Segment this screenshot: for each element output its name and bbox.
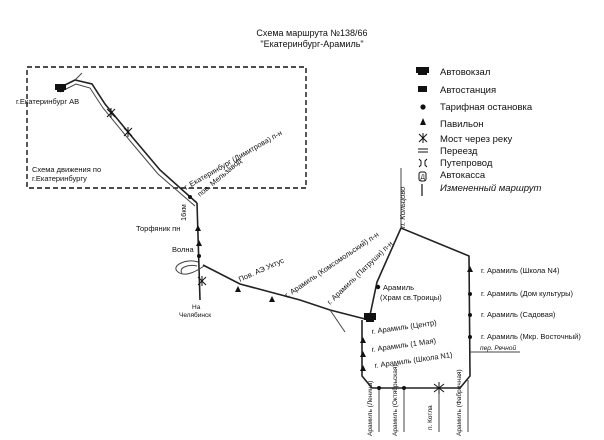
bus-terminal-icon bbox=[416, 67, 429, 75]
rail-crossing-icon bbox=[418, 148, 428, 153]
street-chelyabinsk-line1: На bbox=[192, 304, 201, 311]
bus-station-icon bbox=[418, 86, 427, 92]
street-rechnoy: пер. Речной bbox=[480, 344, 516, 352]
legend-label: Мост через реку bbox=[440, 134, 512, 145]
inset-label-line1: Схема движения по bbox=[32, 165, 101, 174]
street-koltsovo: п. Кольцово bbox=[398, 187, 407, 228]
stop-hram-line2: (Храм св.Троицы) bbox=[380, 293, 442, 302]
street-lenina: Арамиль (Ленина) bbox=[367, 381, 374, 436]
scheme-subtitle: "Екатеринбург-Арамиль" bbox=[260, 39, 363, 49]
pavilion-icon bbox=[360, 365, 366, 371]
stop-torfyanik: Торфяник пн bbox=[136, 224, 180, 233]
fare-stop-icon bbox=[188, 195, 192, 199]
legend-label: Автовокзал bbox=[440, 67, 490, 78]
fare-stop-icon bbox=[420, 104, 426, 110]
pavilion-icon bbox=[467, 266, 473, 272]
pavilion-icon bbox=[196, 240, 202, 246]
legend-label: Автостанция bbox=[440, 85, 496, 96]
ekaterinburg-inset-frame bbox=[26, 66, 307, 189]
stop-1-may: г. Арамиль (1 Мая) bbox=[371, 336, 437, 354]
scheme-title: Схема маршрута №138/66 bbox=[256, 28, 367, 38]
stop-ae-uktus: Пов. АЭ Уктус bbox=[237, 256, 285, 284]
overpass-icon bbox=[418, 158, 428, 168]
legend-label: Переезд bbox=[440, 146, 478, 157]
bottom-branches bbox=[378, 380, 469, 432]
route-loop-volna bbox=[175, 260, 205, 275]
fare-stop-icon bbox=[468, 292, 472, 296]
pavilion-icon bbox=[360, 337, 366, 343]
stop-ekb-av: г.Екатеринбург АВ bbox=[16, 97, 79, 106]
fare-stop-icon bbox=[377, 386, 381, 390]
bridge-icon bbox=[418, 133, 428, 143]
route-line-16km-volna bbox=[196, 202, 201, 301]
svg-text:Д: Д bbox=[421, 174, 426, 181]
stop-hram-line1: Арамиль bbox=[383, 283, 414, 292]
fare-stop-icon bbox=[468, 335, 472, 339]
route-line-aramil-loop bbox=[361, 226, 471, 389]
bridge-icon bbox=[197, 276, 207, 286]
stop-16km: 16км bbox=[179, 204, 188, 221]
fare-stop-icon bbox=[402, 386, 406, 390]
ekb-bus-terminal bbox=[55, 84, 66, 92]
legend-label: Павильон bbox=[440, 119, 484, 130]
legend: Автовокзал Автостанция Тарифная остановк… bbox=[416, 67, 541, 196]
fare-stop-icon bbox=[375, 284, 381, 290]
street-fabrichnaya: Арамиль (Фабричная) bbox=[455, 369, 463, 436]
legend-label: Автокасса bbox=[440, 170, 486, 181]
bridge-icon bbox=[106, 108, 133, 137]
legend-label: Путепровод bbox=[440, 158, 493, 169]
stop-mkr-vostochny: г. Арамиль (Мкр. Восточный) bbox=[481, 332, 581, 341]
route-line-volna-aramil bbox=[202, 264, 370, 333]
stop-dk: г. Арамиль (Дом культуры) bbox=[481, 289, 574, 298]
aramil-bus-station bbox=[364, 313, 376, 322]
pavilion-icon bbox=[360, 351, 366, 357]
stop-sadovaya: г. Арамиль (Садовая) bbox=[481, 310, 556, 319]
street-oktyabrskaya: Арамиль (Октябрьская) bbox=[391, 364, 399, 436]
fare-stop-icon bbox=[197, 254, 201, 258]
street-kotla: п. Котла bbox=[427, 405, 434, 430]
pavilion-icon bbox=[269, 296, 275, 302]
pavilion-icon bbox=[235, 286, 241, 292]
pavilion-icon bbox=[420, 118, 426, 125]
legend-label: Тарифная остановка bbox=[440, 102, 533, 113]
inset-label-line2: г.Екатеринбургу bbox=[32, 174, 87, 183]
stop-school-1: г. Арамиль (Школа N1) bbox=[374, 350, 453, 370]
route-line-ekaterinburg bbox=[58, 72, 198, 207]
stop-school-4: г. Арамиль (Школа N4) bbox=[481, 266, 560, 275]
stop-volna: Волна bbox=[172, 245, 195, 254]
ticket-office-icon: Д bbox=[418, 171, 427, 182]
stop-center: г. Арамиль (Центр) bbox=[371, 318, 438, 336]
rail-crossing-icon bbox=[433, 382, 445, 394]
legend-label: Измененный маршрут bbox=[440, 183, 541, 194]
street-chelyabinsk-line2: Челябинск bbox=[179, 311, 211, 319]
fare-stop-icon bbox=[468, 313, 472, 317]
pavilion-icon bbox=[195, 225, 201, 231]
